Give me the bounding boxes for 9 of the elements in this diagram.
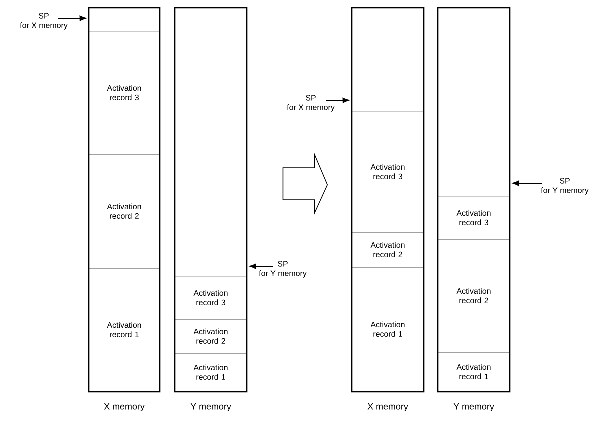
memory-caption: Y memory (454, 404, 494, 412)
pointer-arrow (58, 16, 86, 22)
memory-caption: Y memory (190, 404, 232, 412)
pointer-arrow (512, 180, 542, 186)
memory-caption: X memory (368, 404, 408, 412)
memory-caption: X memory (104, 404, 145, 412)
transition-arrow (282, 153, 328, 215)
pointer-arrow (250, 264, 274, 270)
pointer-arrow (326, 98, 350, 104)
